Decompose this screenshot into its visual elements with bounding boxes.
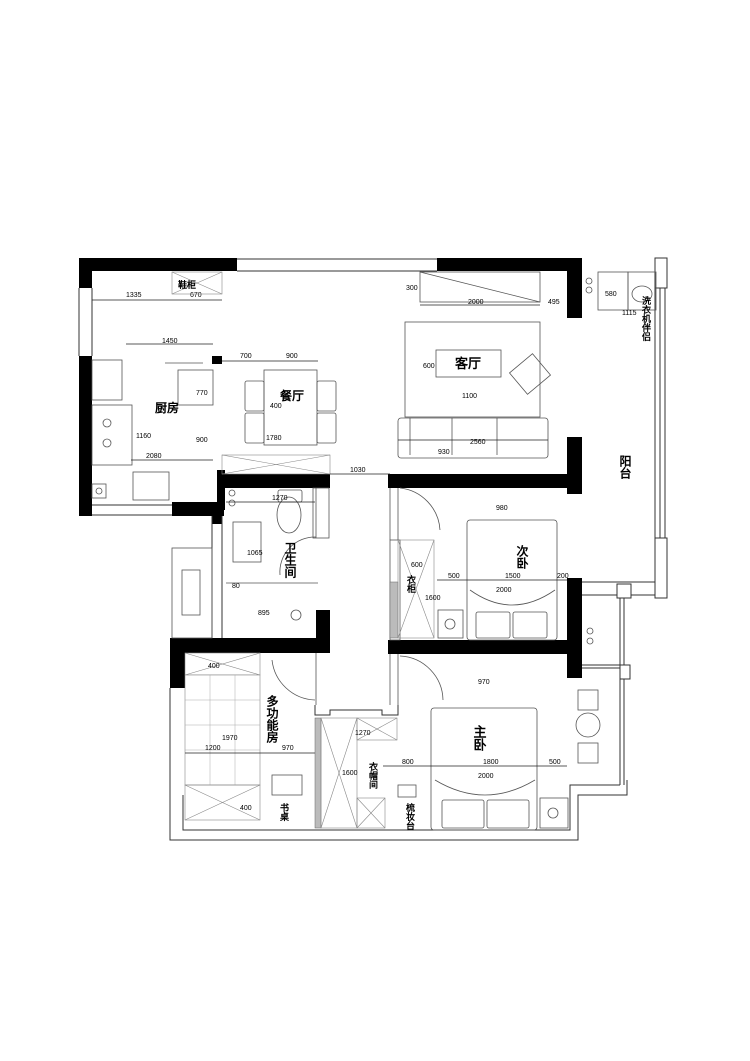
svg-text:1200: 1200 bbox=[205, 745, 221, 752]
living-room: 300 2000 495 600 1100 客厅 930 2560 bbox=[397, 271, 560, 459]
svg-text:895: 895 bbox=[258, 610, 270, 617]
kitchen: 厨房 1450 770 1160 900 2080 bbox=[91, 338, 214, 501]
svg-text:600: 600 bbox=[423, 363, 435, 370]
dining: 餐厅 700 900 400 1780 1030 bbox=[221, 353, 390, 475]
room-label-second-bedroom: 次卧 bbox=[515, 544, 529, 569]
svg-text:400: 400 bbox=[208, 663, 220, 670]
svg-text:1115: 1115 bbox=[622, 310, 637, 317]
svg-text:2080: 2080 bbox=[146, 453, 162, 460]
room-label-balcony: 阳台 bbox=[618, 454, 632, 480]
doors bbox=[315, 488, 399, 705]
svg-text:1780: 1780 bbox=[266, 435, 282, 442]
label-shoe-cabinet: 鞋柜 bbox=[178, 279, 196, 291]
svg-text:970: 970 bbox=[282, 745, 294, 752]
svg-text:2000: 2000 bbox=[468, 299, 484, 306]
svg-text:980: 980 bbox=[496, 505, 508, 512]
label-wardrobe: 衣柜 bbox=[405, 574, 417, 594]
room-label-dining: 餐厅 bbox=[280, 388, 304, 403]
svg-text:900: 900 bbox=[286, 353, 298, 360]
label-dresser: 梳妆台 bbox=[404, 802, 416, 831]
room-label-bathroom: 卫生间 bbox=[283, 542, 297, 579]
master-bedroom: 800 2000 1800 500 970 主卧 bbox=[383, 655, 601, 831]
svg-text:770: 770 bbox=[196, 390, 208, 397]
bathroom: 1270 1065 80 895 卫生间 bbox=[171, 487, 330, 639]
label-washer-companion: 洗衣机伴侣 bbox=[640, 295, 652, 342]
svg-text:500: 500 bbox=[448, 573, 460, 580]
svg-text:1030: 1030 bbox=[350, 467, 366, 474]
svg-text:1600: 1600 bbox=[342, 770, 358, 777]
label-walk-in-closet: 衣帽间 bbox=[367, 761, 378, 790]
svg-text:300: 300 bbox=[406, 285, 418, 292]
svg-text:1065: 1065 bbox=[247, 550, 263, 557]
svg-text:1335: 1335 bbox=[126, 292, 142, 299]
svg-text:670: 670 bbox=[190, 292, 202, 299]
label-desk: 书桌 bbox=[278, 802, 289, 822]
room-label-multi-function: 多功能房 bbox=[265, 694, 279, 744]
svg-text:2000: 2000 bbox=[496, 587, 512, 594]
svg-text:600: 600 bbox=[411, 562, 423, 569]
svg-text:1160: 1160 bbox=[136, 433, 151, 440]
svg-text:400: 400 bbox=[240, 805, 252, 812]
room-label-master-bedroom: 主卧 bbox=[471, 724, 487, 752]
svg-text:580: 580 bbox=[605, 291, 617, 298]
svg-text:900: 900 bbox=[196, 437, 208, 444]
svg-text:1270: 1270 bbox=[272, 495, 288, 502]
svg-text:1970: 1970 bbox=[222, 735, 238, 742]
svg-text:1450: 1450 bbox=[162, 338, 178, 345]
laundry-area: 580 1115 洗衣机伴侣 bbox=[585, 271, 657, 342]
svg-text:80: 80 bbox=[232, 583, 240, 590]
svg-text:495: 495 bbox=[548, 299, 560, 306]
svg-text:200: 200 bbox=[557, 573, 569, 580]
svg-text:700: 700 bbox=[240, 353, 252, 360]
svg-text:1800: 1800 bbox=[483, 759, 499, 766]
svg-text:1600: 1600 bbox=[425, 595, 441, 602]
svg-text:930: 930 bbox=[438, 449, 450, 456]
svg-text:800: 800 bbox=[402, 759, 414, 766]
svg-text:400: 400 bbox=[270, 403, 282, 410]
svg-text:1270: 1270 bbox=[355, 730, 371, 737]
room-label-kitchen: 厨房 bbox=[155, 400, 179, 415]
walk-in-closet: 1270 1600 衣帽间 梳妆台 bbox=[314, 705, 417, 831]
svg-text:2560: 2560 bbox=[470, 439, 486, 446]
room-label-living: 客厅 bbox=[455, 356, 481, 372]
svg-text:1100: 1100 bbox=[462, 393, 477, 400]
svg-text:500: 500 bbox=[549, 759, 561, 766]
walls bbox=[78, 257, 668, 841]
multi-function-room: 400 1970 1200 970 400 书桌 多功能房 bbox=[184, 652, 316, 822]
svg-text:2000: 2000 bbox=[478, 773, 494, 780]
second-bedroom: 衣柜 600 1600 500 2000 1500 200 980 次卧 bbox=[389, 487, 594, 645]
top-section: 1335 670 鞋柜 bbox=[92, 271, 223, 301]
svg-text:970: 970 bbox=[478, 679, 490, 686]
svg-text:1500: 1500 bbox=[505, 573, 521, 580]
